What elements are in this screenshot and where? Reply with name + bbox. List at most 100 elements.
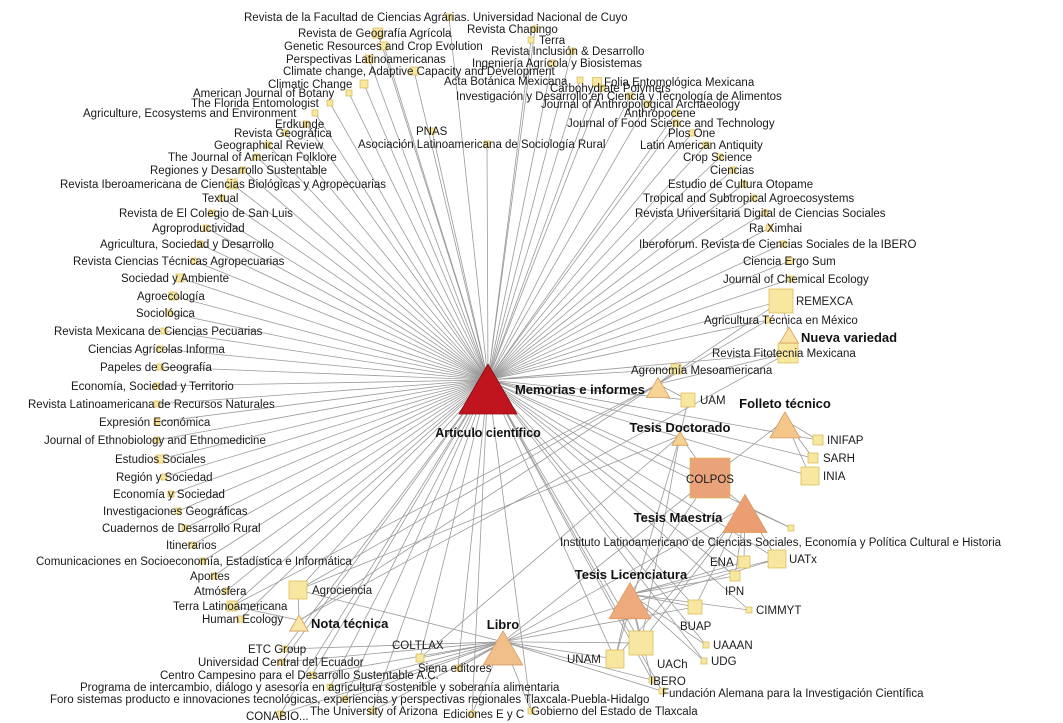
node-instituto-latinoamericano-de-ciencias-so[interactable]: [787, 524, 795, 532]
node-estudios-sociales[interactable]: [155, 454, 165, 464]
node-foro-sistemas-producto-e-innovaciones-te[interactable]: [341, 695, 349, 703]
node-erdkunde[interactable]: [302, 120, 310, 128]
node-investigacion-y-desarrollo-en-ciencia-y-[interactable]: [626, 92, 634, 100]
node-agricultura-sociedad-y-desarrollo[interactable]: [196, 240, 204, 248]
node-uatx[interactable]: [767, 549, 787, 569]
node-buap[interactable]: [687, 599, 703, 615]
node-climatic-change[interactable]: [359, 79, 369, 89]
node-etc-group[interactable]: [281, 645, 289, 653]
node-climate-change-adaptive-capacity-and-dev[interactable]: [409, 66, 419, 76]
node-ingenieria-agricola-y-biosistemas[interactable]: [548, 59, 556, 67]
node-agroproductividad[interactable]: [202, 224, 210, 232]
node-siena-editores[interactable]: [454, 664, 462, 672]
hub-folleto[interactable]: [769, 411, 801, 439]
hub-nueva[interactable]: [779, 326, 799, 344]
node-ciencias-agricolas-informa[interactable]: [156, 345, 164, 353]
node-ena[interactable]: [737, 555, 751, 569]
node-universidad-central-del-ecuador[interactable]: [278, 658, 286, 666]
node-cimmyt[interactable]: [745, 606, 753, 614]
node-revista-de-la-facultad-de-ciencias-agrar[interactable]: [445, 13, 453, 21]
node-geographical-review[interactable]: [264, 141, 272, 149]
node-revista-inclusion-desarrollo[interactable]: [568, 47, 576, 55]
node-asociacion-latinoamericana-de-sociologia[interactable]: [483, 140, 491, 148]
node-ra-ximhai[interactable]: [765, 224, 773, 232]
node-estudio-de-cultura-otopame[interactable]: [740, 180, 748, 188]
hub-articulo[interactable]: [458, 363, 518, 415]
node-papeles-de-geografia[interactable]: [156, 363, 164, 371]
node-american-journal-of-botany[interactable]: [345, 89, 353, 97]
node-ciencia-ergo-sum[interactable]: [786, 257, 794, 265]
node-crop-science[interactable]: [716, 153, 724, 161]
hub-libro[interactable]: [482, 630, 524, 666]
node-revista-geografica[interactable]: [281, 129, 289, 137]
node-folia-entomologica-mexicana[interactable]: [592, 77, 602, 87]
node-investigaciones-geograficas[interactable]: [174, 507, 182, 515]
node-tropical-and-subtropical-agroecosystems[interactable]: [750, 194, 758, 202]
node-conabio[interactable]: [276, 710, 284, 718]
hub-memorias[interactable]: [645, 376, 671, 399]
node-perspectivas-latinoamericanas[interactable]: [364, 54, 374, 64]
node-fundacion-alemana-para-la-investigacion-[interactable]: [658, 687, 666, 695]
node-journal-of-ethnobiology-and-ethnomedicin[interactable]: [153, 436, 161, 444]
node-pnas[interactable]: [428, 127, 436, 135]
node-journal-of-chemical-ecology[interactable]: [787, 275, 795, 283]
node-ipn[interactable]: [729, 570, 741, 582]
node-uam[interactable]: [680, 392, 696, 408]
node-expresion-economica[interactable]: [153, 418, 161, 426]
node-plos-one[interactable]: [688, 129, 696, 137]
node-ciencias[interactable]: [729, 166, 737, 174]
node-comunicaciones-en-socioeconomia-estadist[interactable]: [199, 557, 207, 565]
node-ediciones-e-y-c[interactable]: [468, 710, 476, 718]
node-uaaan[interactable]: [702, 641, 710, 649]
node-remexca[interactable]: [768, 288, 794, 314]
node-economia-y-sociedad[interactable]: [167, 490, 175, 498]
node-revista-iberoamericana-de-ciencias-biolo[interactable]: [226, 178, 238, 190]
node-itinerarios[interactable]: [188, 541, 196, 549]
node-inifap[interactable]: [812, 434, 824, 446]
node-region-y-sociedad[interactable]: [160, 473, 168, 481]
node-anthropocene[interactable]: [672, 109, 680, 117]
node-revista-de-geografia-agricola[interactable]: [372, 27, 384, 39]
node-regiones-y-desarrollo-sustentable[interactable]: [239, 166, 247, 174]
node-unam[interactable]: [605, 649, 625, 669]
node-revista-ciencias-tecnicas-agropecuarias[interactable]: [190, 257, 198, 265]
node-inia[interactable]: [800, 466, 820, 486]
node-atmosfera[interactable]: [222, 587, 230, 595]
hub-tesislic[interactable]: [608, 581, 652, 620]
node-sociologica[interactable]: [165, 309, 173, 317]
node-udg[interactable]: [700, 657, 708, 665]
node-agroecologia[interactable]: [168, 291, 178, 301]
hub-nota[interactable]: [289, 614, 309, 632]
node-revista-de-el-colegio-de-san-luis[interactable]: [208, 209, 216, 217]
node-the-journal-of-american-folklore[interactable]: [253, 153, 261, 161]
hub-tesismae[interactable]: [722, 493, 768, 533]
node-uach[interactable]: [628, 630, 654, 656]
node-latin-american-antiquity[interactable]: [702, 141, 710, 149]
node-colpos[interactable]: [689, 457, 731, 499]
node-iberoforum-revista-de-ciencias-sociales-[interactable]: [779, 240, 787, 248]
node-agrociencia[interactable]: [288, 580, 308, 600]
node-centro-campesino-para-el-desarrollo-sust[interactable]: [308, 671, 316, 679]
node-cuadernos-de-desarrollo-rural[interactable]: [181, 524, 189, 532]
node-the-florida-entomologist[interactable]: [326, 99, 334, 107]
node-revista-chapingo[interactable]: [531, 25, 539, 33]
node-journal-of-anthropological-archaeology[interactable]: [643, 100, 651, 108]
node-sociedad-y-ambiente[interactable]: [175, 273, 185, 283]
node-sarh[interactable]: [807, 452, 819, 464]
node-terra-latinoamericana[interactable]: [226, 600, 238, 612]
node-revista-mexicana-de-ciencias-pecuarias[interactable]: [160, 327, 168, 335]
node-acta-botanica-mexicana[interactable]: [576, 76, 584, 84]
node-ibero[interactable]: [648, 676, 656, 684]
node-revista-latinoamericana-de-recursos-natu[interactable]: [153, 400, 161, 408]
node-journal-of-food-science-and-technology[interactable]: [672, 119, 680, 127]
node-coltlax[interactable]: [415, 653, 425, 663]
node-human-ecology[interactable]: [236, 615, 244, 623]
node-revista-universitaria-digital-de-ciencia[interactable]: [761, 209, 769, 217]
node-the-university-of-arizona[interactable]: [368, 707, 376, 715]
node-economia-sociedad-y-territorio[interactable]: [153, 382, 161, 390]
node-textual[interactable]: [218, 194, 226, 202]
node-agriculture-ecosystems-and-environment[interactable]: [311, 109, 319, 117]
node-carbohydrate-polymers[interactable]: [598, 84, 606, 92]
node-terra[interactable]: [527, 36, 535, 44]
node-programa-de-intercambio-dialogo-y-asesor[interactable]: [326, 683, 334, 691]
